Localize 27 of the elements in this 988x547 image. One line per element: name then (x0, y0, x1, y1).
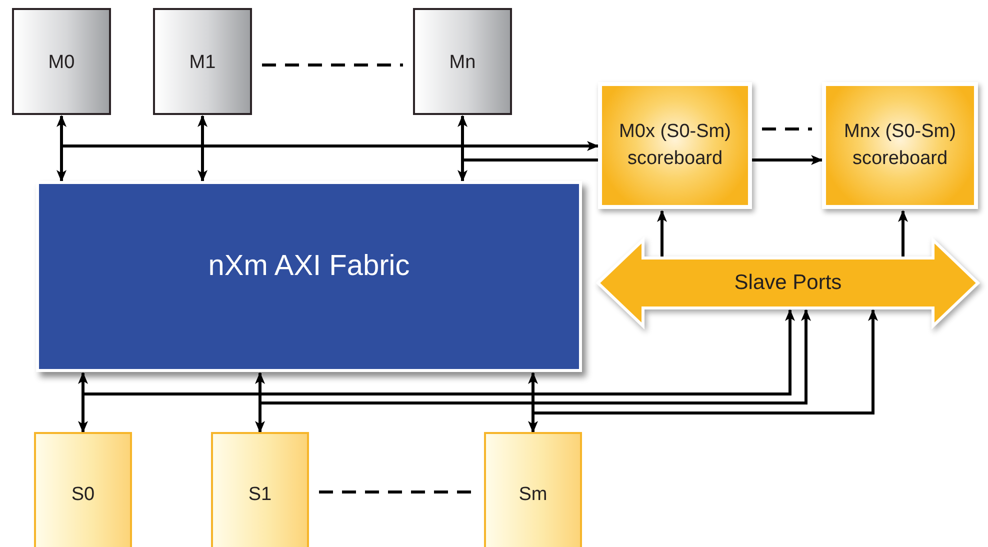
master-box (153, 8, 252, 115)
slave-box (211, 432, 309, 547)
arrow (898, 210, 908, 259)
node-label: S1 (248, 484, 272, 506)
master-box (413, 8, 512, 115)
node-label: M1 (189, 52, 216, 74)
dashed-line (762, 128, 812, 130)
arrow (752, 155, 823, 165)
master-box (12, 8, 111, 115)
arrow (458, 115, 468, 182)
fabric-box (36, 181, 582, 372)
node-label: Sm (518, 484, 548, 506)
arrow (56, 115, 66, 182)
node-label: S0 (71, 484, 95, 506)
slave-box (484, 432, 582, 547)
arrow (198, 115, 208, 182)
dashed-line (262, 64, 403, 66)
arrow (532, 309, 878, 432)
slave-box (34, 432, 132, 547)
node-label: Mnx (S0-Sm) scoreboard (843, 120, 957, 170)
dashed-line (319, 490, 474, 494)
node-label: M0 (48, 52, 75, 74)
node-label: M0x (S0-Sm) scoreboard (618, 120, 732, 170)
arrow (657, 210, 667, 259)
node-label: Slave Ports (734, 271, 842, 295)
node-label: Mn (449, 52, 476, 74)
node-label: nXm AXI Fabric (208, 250, 410, 283)
